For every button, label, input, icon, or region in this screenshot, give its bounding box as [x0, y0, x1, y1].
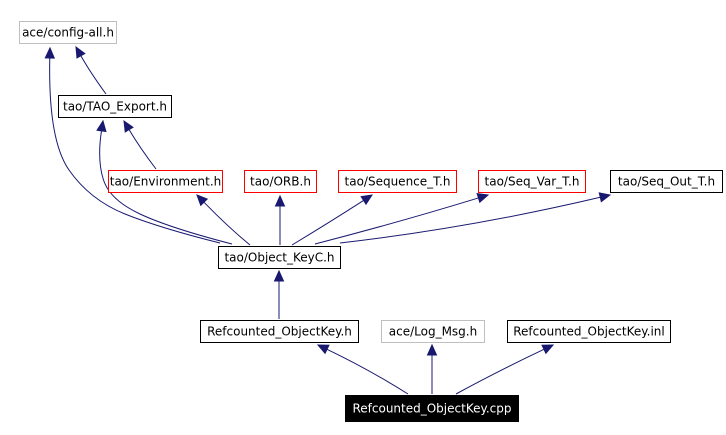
edge-line — [80, 55, 107, 95]
edge-arrowhead — [598, 192, 612, 203]
edge-refcounted_cpp-to-log_msg — [426, 343, 438, 394]
edge-object_keyc-to-seq_out_t — [339, 192, 612, 244]
node-label: tao/Environment.h — [110, 175, 222, 189]
edge-line — [49, 57, 221, 244]
edge-object_keyc-to-orb — [274, 194, 286, 245]
edges-layer — [44, 45, 612, 395]
edge-environment-to-tao_export — [123, 119, 157, 170]
edge-object_keyc-to-config_all — [44, 46, 221, 244]
node-sequence_t[interactable]: tao/Sequence_T.h — [338, 170, 457, 193]
edge-line — [128, 129, 157, 170]
edge-object_keyc-to-tao_export — [96, 119, 233, 245]
node-label: tao/Sequence_T.h — [345, 175, 451, 189]
node-tao_export[interactable]: tao/TAO_Export.h — [58, 95, 172, 118]
node-label: ace/config-all.h — [22, 26, 114, 40]
node-refcounted_h[interactable]: Refcounted_ObjectKey.h — [200, 320, 359, 343]
edge-arrowhead — [273, 269, 285, 282]
node-box — [58, 95, 172, 118]
edge-arrowhead — [360, 194, 374, 206]
node-box — [218, 246, 341, 269]
edge-line — [99, 130, 233, 245]
node-box — [338, 170, 457, 193]
edge-object_keyc-to-environment — [196, 194, 251, 246]
node-refcounted_inl[interactable]: Refcounted_ObjectKey.inl — [507, 320, 671, 343]
edge-arrowhead — [96, 119, 107, 133]
node-label: tao/TAO_Export.h — [63, 100, 167, 114]
node-box — [200, 320, 359, 343]
edge-line — [455, 348, 545, 395]
node-label: Refcounted_ObjectKey.cpp — [352, 402, 511, 416]
edge-arrowhead — [541, 344, 555, 355]
edge-arrowhead — [426, 343, 438, 356]
node-label: tao/ORB.h — [250, 175, 311, 189]
edge-object_keyc-to-seq_var_t — [314, 193, 490, 245]
node-label: Refcounted_ObjectKey.h — [207, 325, 352, 339]
node-box — [381, 320, 485, 343]
edge-line — [314, 197, 479, 245]
node-log_msg[interactable]: ace/Log_Msg.h — [381, 320, 485, 343]
node-label: tao/Seq_Var_T.h — [485, 175, 580, 189]
edge-arrowhead — [44, 46, 56, 59]
node-box — [610, 170, 723, 193]
node-environment[interactable]: tao/Environment.h — [108, 170, 223, 193]
node-box — [478, 170, 586, 193]
node-label: tao/Object_KeyC.h — [224, 251, 334, 265]
node-label: ace/Log_Msg.h — [389, 325, 477, 339]
nodes-layer: ace/config-all.h tao/TAO_Export.h tao/Envi… — [19, 21, 723, 422]
node-label: tao/Seq_Out_T.h — [618, 175, 715, 189]
node-box — [244, 170, 317, 193]
edge-arrowhead — [75, 45, 86, 59]
edge-arrowhead — [316, 344, 330, 355]
edge-tao_export-to-config_all — [75, 45, 107, 95]
edge-refcounted_cpp-to-refcounted_inl — [455, 344, 555, 395]
node-seq_var_t[interactable]: tao/Seq_Var_T.h — [478, 170, 586, 193]
node-box — [507, 320, 671, 343]
edge-refcounted_cpp-to-refcounted_h — [316, 344, 409, 395]
edge-object_keyc-to-sequence_t — [291, 194, 374, 246]
node-box — [19, 21, 117, 44]
node-object_keyc[interactable]: tao/Object_KeyC.h — [218, 246, 341, 269]
node-seq_out_t[interactable]: tao/Seq_Out_T.h — [610, 170, 723, 193]
edge-arrowhead — [274, 194, 286, 207]
edge-arrowhead — [196, 194, 209, 207]
edge-line — [326, 348, 409, 395]
edge-line — [339, 196, 601, 244]
edge-arrowhead — [123, 119, 134, 133]
node-box — [345, 395, 519, 422]
edge-refcounted_h-to-object_keyc — [273, 269, 285, 319]
edge-line — [203, 201, 251, 246]
node-refcounted_cpp[interactable]: Refcounted_ObjectKey.cpp — [345, 395, 519, 422]
node-box — [108, 170, 223, 193]
node-label: Refcounted_ObjectKey.inl — [513, 325, 664, 339]
node-config_all[interactable]: ace/config-all.h — [19, 21, 117, 44]
node-orb[interactable]: tao/ORB.h — [244, 170, 317, 193]
edge-line — [291, 199, 364, 246]
edge-arrowhead — [476, 193, 490, 204]
